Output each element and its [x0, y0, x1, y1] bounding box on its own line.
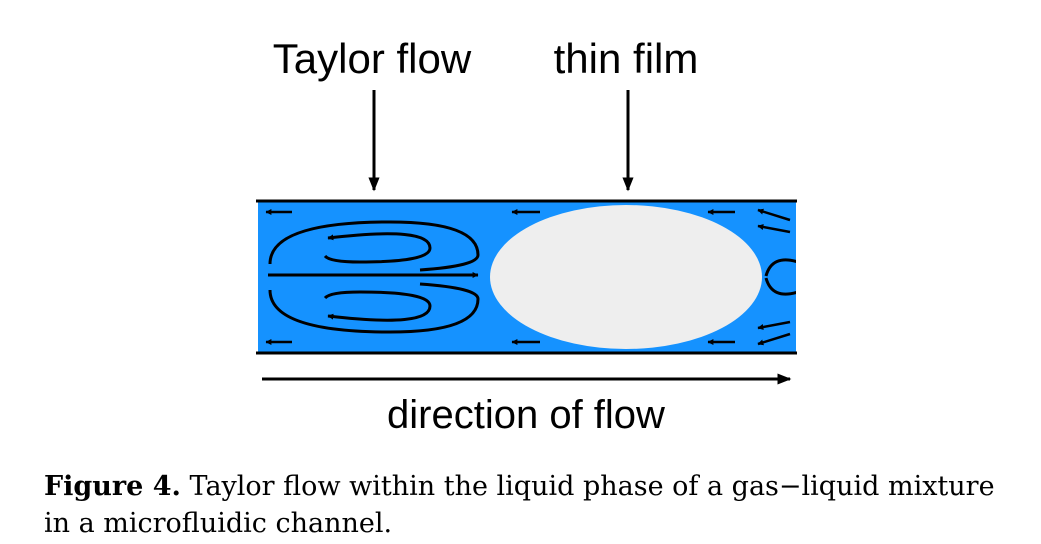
edge-arrow — [757, 320, 791, 330]
taylor-flow-label: Taylor flow — [273, 35, 472, 82]
lower-outer-vortex — [268, 282, 480, 334]
upper-inner-vortex — [323, 232, 432, 264]
thin-film-label: thin film — [554, 35, 699, 82]
direction-label: direction of flow — [387, 393, 665, 437]
upper-outer-vortex — [268, 220, 480, 272]
lower-inner-vortex — [323, 290, 432, 322]
caption-label: Figure 4. — [44, 471, 181, 502]
edge-arrow — [757, 208, 791, 222]
right-edge-streamline-upper — [764, 258, 796, 277]
gas-bubble — [490, 205, 762, 349]
figure-caption: Figure 4. Taylor flow within the liquid … — [44, 468, 1004, 542]
caption-text: Taylor flow within the liquid phase of a… — [44, 471, 995, 539]
right-edge-streamline-lower — [764, 277, 796, 296]
edge-arrow — [757, 332, 791, 346]
edge-arrow — [757, 224, 791, 234]
